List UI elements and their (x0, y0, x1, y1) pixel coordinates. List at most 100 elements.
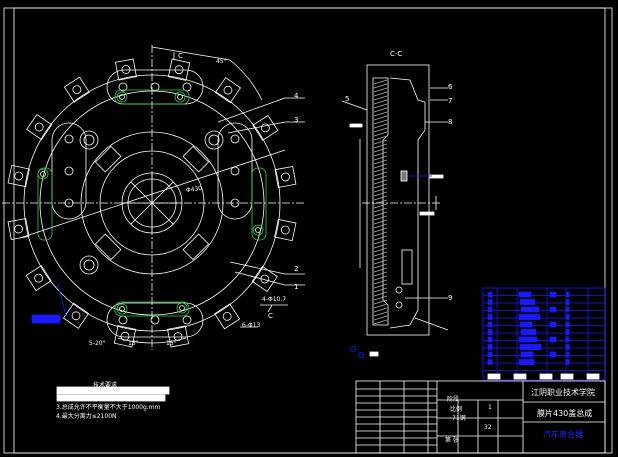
dim-angle-right: 15° (166, 340, 177, 347)
parts-cell (519, 299, 536, 305)
green-slot (37, 167, 53, 241)
note-item: 3.总成允许不平衡量不大于1000g.mm (56, 404, 161, 411)
hatch (373, 211, 388, 217)
parts-cell (519, 344, 542, 350)
green-boss (116, 303, 128, 315)
dim-holes-a: 4-Φ10.7 (262, 296, 287, 303)
parts-cell (565, 299, 570, 305)
spring-hole (150, 315, 160, 325)
parts-list (482, 287, 606, 381)
dim-box (349, 123, 363, 128)
lever-boss (79, 255, 99, 275)
mounting-lug (252, 114, 279, 141)
parts-cell (487, 306, 493, 313)
mounting-lug (167, 58, 191, 81)
hatch (373, 171, 388, 177)
green-boss-hole (177, 94, 183, 100)
blue-dot (350, 346, 356, 352)
green-slot (114, 89, 190, 105)
mounting-hole (280, 225, 290, 235)
part-leader (341, 100, 368, 111)
hatch (373, 147, 388, 153)
hatch (373, 319, 388, 325)
hatch (373, 263, 388, 269)
green-slot (251, 167, 267, 241)
spring-pocket (217, 122, 253, 220)
part-label-8: 8 (448, 118, 453, 126)
hatch (373, 239, 388, 245)
parts-cell (565, 359, 570, 365)
hatch (373, 131, 388, 137)
dim-box (369, 351, 379, 357)
section-arrow-bottom (267, 304, 273, 313)
mounting-lug (26, 113, 53, 141)
dim-angle-top: 45° (216, 58, 227, 65)
diameter-leader (19, 149, 286, 239)
hatch (373, 187, 388, 193)
hatch (373, 83, 388, 89)
parts-cell (565, 314, 570, 320)
hatch (373, 215, 388, 221)
hatch (373, 79, 388, 85)
mounting-hole (281, 172, 290, 182)
parts-cell (549, 306, 557, 313)
hatch (373, 295, 388, 301)
hatch (373, 227, 388, 233)
parts-cell (487, 291, 493, 298)
mounting-hole (14, 224, 23, 234)
part-leader (234, 271, 286, 286)
mounting-lug (251, 265, 278, 293)
hatch (373, 299, 388, 305)
part-label-1: 1 (294, 283, 299, 291)
spring-pocket (51, 122, 87, 220)
spring-hole (230, 134, 240, 144)
tolerance-frame (31, 314, 61, 324)
section-outline (366, 64, 430, 336)
green-boss-hole (119, 306, 125, 312)
mounting-lug (274, 218, 297, 242)
drawing-name: 膜片430盖总成 (537, 409, 593, 418)
part-leader (227, 121, 286, 134)
mounting-lug (214, 303, 241, 330)
spring-hole (182, 315, 192, 325)
hatch (373, 255, 388, 261)
pressure-plate (372, 77, 389, 326)
lever-section (401, 249, 413, 285)
notes-title: 技术要求 (93, 382, 118, 389)
parts-cell (549, 336, 557, 343)
parts-cell (565, 329, 570, 335)
parts-cell (487, 329, 493, 335)
parts-cell (518, 359, 535, 365)
parts-cell (565, 291, 570, 298)
hatch (373, 275, 388, 281)
lever-boss-inner (83, 259, 95, 271)
mounting-hole (223, 85, 233, 95)
part-leader (414, 317, 449, 331)
hatch (373, 243, 388, 249)
hatch (373, 191, 388, 197)
dim-box (419, 211, 435, 216)
lever-boss-inner (83, 134, 95, 146)
hatch (373, 91, 388, 97)
part-label-6: 6 (448, 83, 453, 91)
hub-spoke (130, 202, 153, 225)
hatch (373, 155, 388, 161)
green-boss (37, 168, 49, 180)
spring-hole (118, 82, 128, 92)
hatch (373, 143, 388, 149)
hatch (373, 151, 388, 157)
mounting-hole (121, 65, 131, 74)
hub-spoke (130, 181, 153, 204)
hatch (373, 167, 388, 173)
mounting-lug (167, 325, 190, 348)
school-name: 江阴职业技术学院 (531, 388, 595, 397)
spring-hole (150, 82, 160, 92)
parts-header (539, 373, 553, 380)
parts-cell (565, 321, 570, 328)
spring-hole (64, 134, 74, 144)
parts-cell (487, 321, 493, 328)
parts-cell (565, 351, 570, 358)
hatch (373, 311, 388, 317)
green-boss (174, 91, 186, 103)
parts-header (586, 373, 600, 380)
